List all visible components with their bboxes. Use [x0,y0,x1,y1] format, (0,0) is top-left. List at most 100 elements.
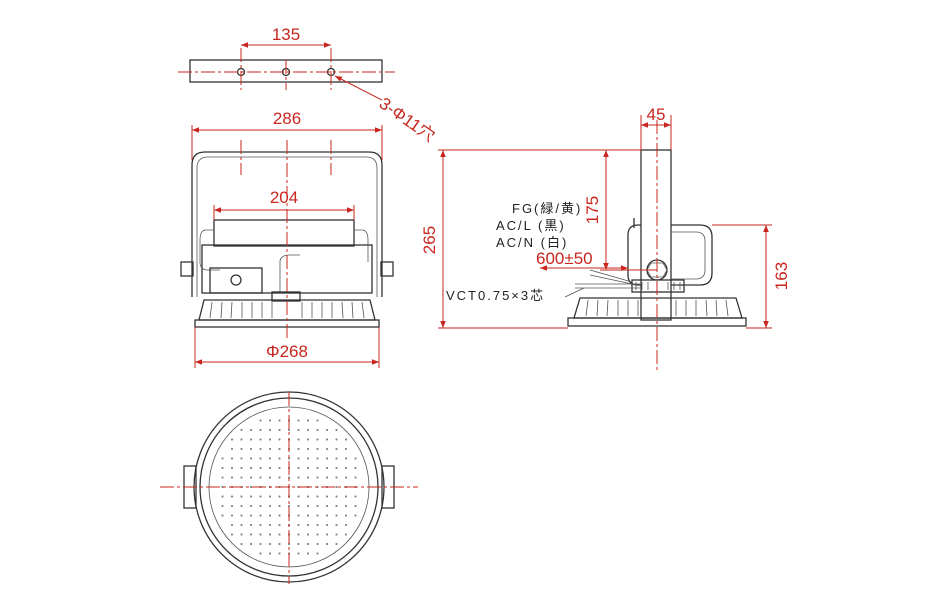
led-dot [278,533,281,536]
led-dot [354,476,357,479]
side-view [567,120,747,370]
led-dot [259,457,262,460]
led-dot [231,495,233,498]
led-dot [307,552,309,555]
dim-600: 600±50 [536,249,628,271]
led-dot [316,457,319,460]
led-dot [278,438,281,441]
led-dot [335,457,338,460]
led-dot [259,438,262,441]
led-dot [316,505,319,507]
led-dot [240,467,243,469]
led-dot [297,457,300,460]
led-dot [250,486,252,488]
led-dot [345,438,347,441]
led-dot [297,448,300,450]
led-dot [326,457,328,460]
hole-note: 3-Φ11穴 [334,75,439,146]
led-dot [335,543,338,545]
led-dot [259,514,262,517]
dim-175: 175 [583,150,657,271]
led-dot [221,505,224,507]
led-dot [307,524,309,526]
led-dot [354,495,357,498]
led-dot [250,524,252,526]
led-dot [278,467,281,469]
led-dot [259,533,262,536]
led-dot [221,467,224,469]
led-dot [278,448,281,450]
led-dot [307,448,309,450]
led-dot [250,505,252,507]
led-dot [231,448,233,450]
dim-175-text: 175 [583,196,602,224]
led-dot [307,495,309,498]
led-dot [278,429,281,431]
led-dot [269,533,271,536]
dim-600-text: 600±50 [536,249,593,268]
led-dot [335,514,338,517]
led-dot [335,476,338,479]
led-dot [316,533,319,536]
led-dot [307,543,309,545]
front-view [180,140,394,340]
led-dot [250,495,252,498]
led-dot [259,448,262,450]
led-dot [231,476,233,479]
led-dot [269,476,271,479]
led-dot [250,467,252,469]
led-dot [288,476,290,479]
led-dot [288,457,290,460]
led-dot [278,476,281,479]
led-dot [269,514,271,517]
led-dot [231,438,233,441]
led-dot [231,505,233,507]
led-dot [335,486,338,488]
hole-note-text: 3-Φ11穴 [376,94,439,146]
led-dot [307,457,309,460]
led-dot [345,524,347,526]
led-dot [326,505,328,507]
led-dot [221,514,224,517]
led-dot [259,476,262,479]
dim-45-text: 45 [647,105,666,124]
label-acl: AC/L (黒) [496,218,566,233]
led-dot [335,438,338,441]
led-dot [335,429,338,431]
led-dot [316,514,319,517]
led-dot [231,533,233,536]
dim-phi268-text: Φ268 [266,342,308,361]
led-dot [269,438,271,441]
led-dot [231,467,233,469]
led-dot [345,495,347,498]
led-dot [269,448,271,450]
bottom-view [160,391,418,584]
led-dot [345,533,347,536]
bracket-top-view [178,48,395,90]
dim-45: 45 [640,105,672,150]
led-dot [240,533,243,536]
led-dot [240,476,243,479]
led-dot [307,419,309,422]
led-dot [269,552,271,555]
led-dot [278,524,281,526]
led-dot [240,438,243,441]
dim-phi268: Φ268 [194,327,380,368]
label-acn: AC/N (白) [496,235,568,250]
led-dot [240,429,243,431]
led-dot [278,552,281,555]
led-dot [316,552,319,555]
led-dot [307,429,309,431]
led-dot [316,524,319,526]
led-dot [345,467,347,469]
led-dot [335,533,338,536]
dim-163: 163 [712,224,791,329]
led-dot [326,438,328,441]
led-dot [297,438,300,441]
led-dot [240,495,243,498]
led-dot [316,429,319,431]
led-dot [297,505,300,507]
led-dot [269,495,271,498]
led-dot [307,467,309,469]
